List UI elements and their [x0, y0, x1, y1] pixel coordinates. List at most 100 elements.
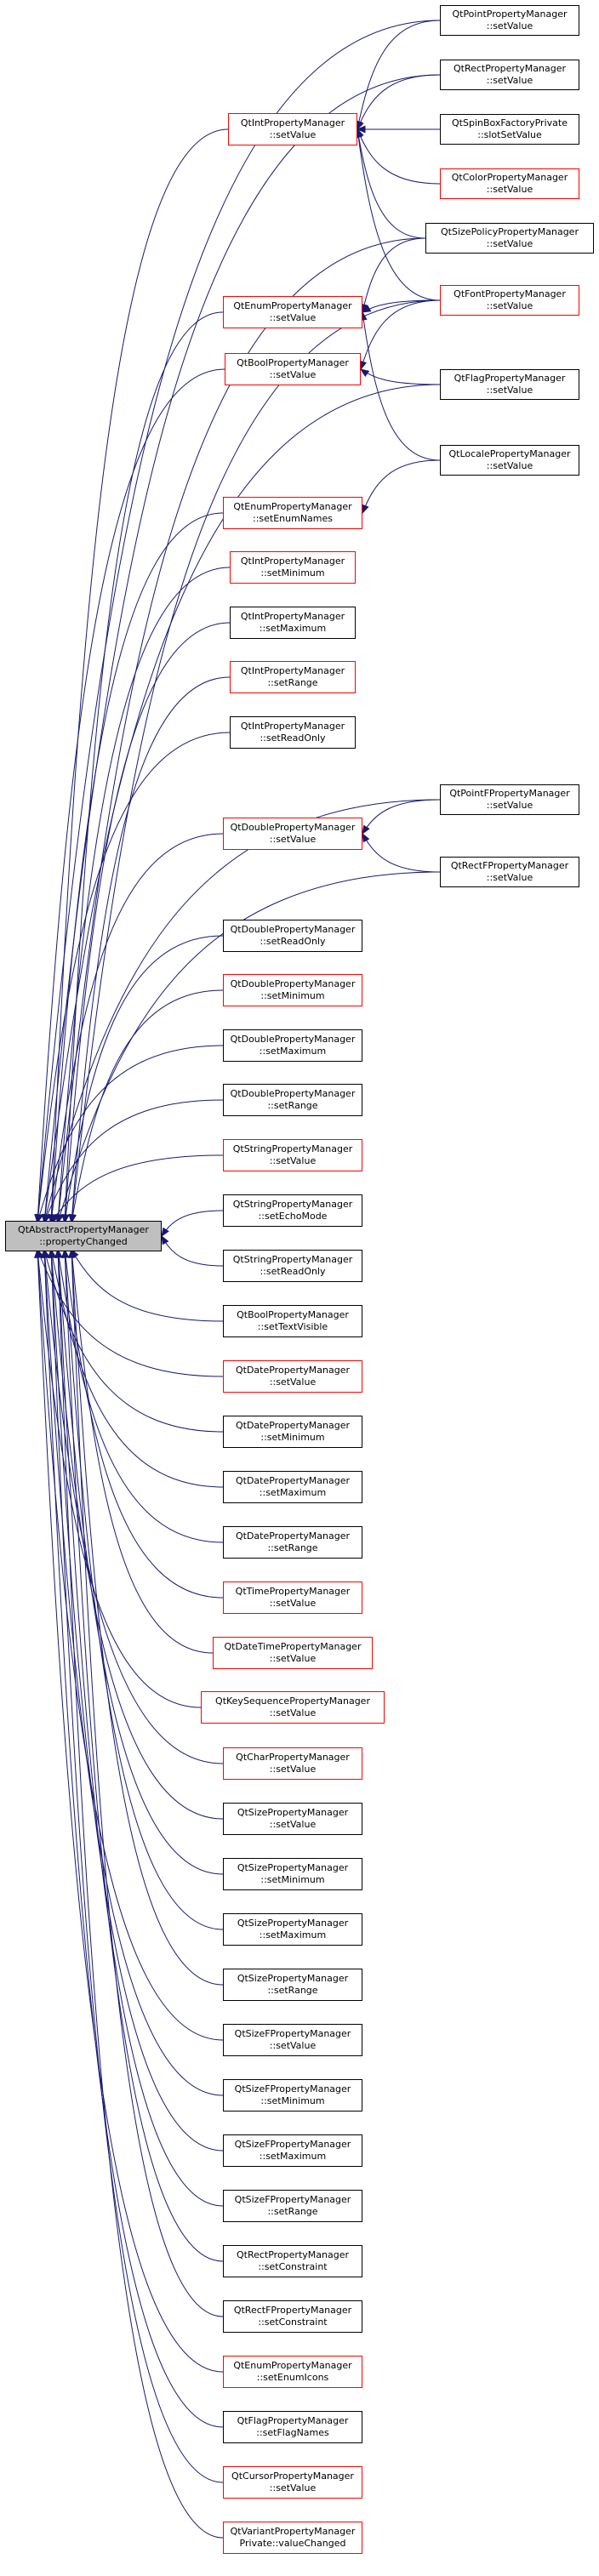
node-qtflag-setflagnames[interactable]: QtFlagPropertyManager ::setFlagNames [223, 2411, 362, 2443]
edge-n_flag_setflagnames-to-root [43, 1249, 224, 2428]
node-qtsizef-setminimum[interactable]: QtSizeFPropertyManager ::setMinimum [223, 2079, 362, 2112]
node-label-class: QtDatePropertyManager [235, 1530, 351, 1542]
node-qtsize-setminimum[interactable]: QtSizePropertyManager ::setMinimum [223, 1858, 362, 1890]
edge-n_double_setvalue-to-root [50, 833, 224, 1223]
node-qtdate-setrange[interactable]: QtDatePropertyManager ::setRange [223, 1526, 362, 1559]
node-qtfont-setvalue[interactable]: QtFontPropertyManager ::setValue [440, 285, 579, 316]
edge-n_cursor_setvalue-to-root [50, 1249, 224, 2483]
edge-arrowhead [359, 368, 370, 378]
node-qtenum-setvalue[interactable]: QtEnumPropertyManager ::setValue [223, 296, 362, 328]
node-qtchar-setvalue[interactable]: QtCharPropertyManager ::setValue [223, 1747, 362, 1780]
node-label-class: QtTimePropertyManager [235, 1586, 351, 1597]
node-qtint-setmaximum[interactable]: QtIntPropertyManager ::setMaximum [230, 607, 356, 639]
node-qtflag-setvalue[interactable]: QtFlagPropertyManager ::setValue [440, 369, 579, 400]
node-qtint-setreadonly[interactable]: QtIntPropertyManager ::setReadOnly [230, 716, 356, 749]
node-label-method: ::setValue [269, 1653, 317, 1664]
edge-n_variant_valuechanged-to-root [57, 1249, 224, 2539]
node-qtspinboxfactory-slotsetvalue[interactable]: QtSpinBoxFactoryPrivate ::slotSetValue [440, 114, 579, 145]
edge-arrowhead [362, 504, 369, 515]
node-label-class: QtSizeFPropertyManager [234, 2083, 351, 2094]
node-qtrect-setvalue[interactable]: QtRectPropertyManager ::setValue [440, 60, 579, 90]
node-root-propertychanged: QtAbstractPropertyManager ::propertyChan… [5, 1221, 162, 1251]
node-label-method: ::setEnumNames [252, 513, 333, 524]
node-label-class: QtPointPropertyManager [452, 9, 568, 20]
node-qtint-setrange[interactable]: QtIntPropertyManager ::setRange [230, 661, 356, 693]
node-qtcursor-setvalue[interactable]: QtCursorPropertyManager ::setValue [223, 2466, 362, 2499]
edge-n_size_setmaximum-to-root [64, 1249, 224, 1930]
edge-arrowhead [69, 1213, 77, 1224]
node-qtkeysequence-setvalue[interactable]: QtKeySequencePropertyManager ::setValue [201, 1691, 385, 1724]
node-qtstring-setvalue[interactable]: QtStringPropertyManager ::setValue [223, 1139, 362, 1171]
node-qtenum-setenumicons[interactable]: QtEnumPropertyManager ::setEnumIcons [223, 2356, 362, 2388]
node-qtrectf-setvalue[interactable]: QtRectFPropertyManager ::setValue [440, 857, 579, 887]
edge-arrowhead [161, 1227, 169, 1238]
node-qtint-setvalue[interactable]: QtIntPropertyManager ::setValue [228, 113, 357, 145]
node-label-class: QtColorPropertyManager [451, 172, 568, 183]
edge-n_date_setminimum-to-root [43, 1249, 224, 1433]
node-label-class: QtDatePropertyManager [235, 1475, 351, 1486]
node-qtrectf-setconstraint[interactable]: QtRectFPropertyManager ::setConstraint [223, 2300, 362, 2333]
node-label-method: ::setMaximum [259, 1487, 327, 1498]
edge-n_datetime_setvalue-to-root [71, 1249, 214, 1654]
node-qtdouble-setrange[interactable]: QtDoublePropertyManager ::setRange [223, 1084, 362, 1116]
node-label-method: ::setEchoMode [258, 1211, 328, 1222]
node-qtdate-setminimum[interactable]: QtDatePropertyManager ::setMinimum [223, 1416, 362, 1448]
edge-n_int_setvalue-to-root [50, 128, 229, 1223]
edge-n_rectf_setvalue-to-root [57, 871, 441, 1223]
node-qtbool-setvalue[interactable]: QtBoolPropertyManager ::setValue [225, 353, 361, 385]
node-label-class: QtRectFPropertyManager [233, 2305, 352, 2316]
node-qtsizef-setrange[interactable]: QtSizeFPropertyManager ::setRange [223, 2190, 362, 2222]
node-qtsizef-setvalue[interactable]: QtSizeFPropertyManager ::setValue [223, 2024, 362, 2056]
node-qtrect-setconstraint[interactable]: QtRectPropertyManager ::setConstraint [223, 2245, 362, 2277]
edge-n_time_setvalue-to-root [64, 1249, 224, 1599]
node-label-class: QtIntPropertyManager [240, 556, 345, 567]
node-label-method: ::setMinimum [260, 2095, 325, 2106]
node-label-method: ::setValue [269, 312, 317, 323]
node-label-method: ::setValue [486, 800, 533, 811]
node-qtsizef-setmaximum[interactable]: QtSizeFPropertyManager ::setMaximum [223, 2134, 362, 2167]
node-label-method: ::setValue [269, 1819, 317, 1830]
edge-arrowhead [34, 1248, 42, 1258]
edge-n_int_setminimum-to-root [57, 567, 231, 1223]
node-qttime-setvalue[interactable]: QtTimePropertyManager ::setValue [223, 1582, 362, 1614]
node-qtvariantprivate-valuechanged[interactable]: QtVariantPropertyManager Private::valueC… [223, 2522, 362, 2554]
node-label-method: ::setReadOnly [260, 732, 326, 744]
node-label-method: ::setValue [269, 2040, 317, 2051]
node-label-method: ::setConstraint [258, 2261, 328, 2272]
node-qtpoint-setvalue[interactable]: QtPointPropertyManager ::setValue [440, 5, 579, 36]
node-qtdatetime-setvalue[interactable]: QtDateTimePropertyManager ::setValue [213, 1637, 373, 1669]
node-label-class: QtSizePropertyManager [237, 1973, 349, 1984]
node-label-method: ::setRange [267, 677, 318, 688]
node-label-method: Private::valueChanged [239, 2538, 346, 2549]
node-qtdate-setvalue[interactable]: QtDatePropertyManager ::setValue [223, 1360, 362, 1393]
node-label-method: ::setValue [486, 238, 533, 249]
node-qtstring-setechomode[interactable]: QtStringPropertyManager ::setEchoMode [223, 1194, 362, 1227]
node-label-class: QtDoublePropertyManager [230, 924, 356, 935]
node-label-method: ::setRange [267, 1985, 318, 1996]
node-qtlocale-setvalue[interactable]: QtLocalePropertyManager ::setValue [440, 445, 579, 476]
node-qtbool-settextvisible[interactable]: QtBoolPropertyManager ::setTextVisible [223, 1305, 362, 1337]
node-qtdouble-setmaximum[interactable]: QtDoublePropertyManager ::setMaximum [223, 1029, 362, 1062]
edge-n_size_setminimum-to-root [57, 1249, 224, 1875]
node-qtcolor-setvalue[interactable]: QtColorPropertyManager ::setValue [440, 168, 579, 199]
node-qtdouble-setminimum[interactable]: QtDoublePropertyManager ::setMinimum [223, 974, 362, 1006]
node-qtstring-setreadonly[interactable]: QtStringPropertyManager ::setReadOnly [223, 1250, 362, 1282]
node-qtdouble-setvalue[interactable]: QtDoublePropertyManager ::setValue [223, 818, 362, 850]
node-label-class: QtFlagPropertyManager [454, 373, 566, 384]
node-qtdouble-setreadonly[interactable]: QtDoublePropertyManager ::setReadOnly [223, 920, 362, 952]
edge-arrowhead [41, 1248, 48, 1258]
edge-n_int_setrange-to-root [71, 676, 231, 1223]
node-label-class: QtStringPropertyManager [232, 1199, 353, 1210]
node-qtsize-setmaximum[interactable]: QtSizePropertyManager ::setMaximum [223, 1913, 362, 1946]
node-qtsize-setvalue[interactable]: QtSizePropertyManager ::setValue [223, 1803, 362, 1835]
node-qtsizepolicy-setvalue[interactable]: QtSizePolicyPropertyManager ::setValue [425, 223, 594, 254]
edge-arrowhead [362, 824, 370, 835]
edge-n_locale_setvalue-to-n_enum_setvalue [362, 311, 441, 461]
node-qtint-setminimum[interactable]: QtIntPropertyManager ::setMinimum [230, 551, 356, 584]
node-label-method: ::setMinimum [260, 1874, 325, 1885]
node-label-class: QtPointFPropertyManager [449, 788, 570, 799]
node-qtsize-setrange[interactable]: QtSizePropertyManager ::setRange [223, 1969, 362, 2001]
node-qtenum-setenumnames[interactable]: QtEnumPropertyManager ::setEnumNames [223, 497, 362, 529]
node-qtdate-setmaximum[interactable]: QtDatePropertyManager ::setMaximum [223, 1471, 362, 1503]
node-qtpointf-setvalue[interactable]: QtPointFPropertyManager ::setValue [440, 784, 579, 815]
